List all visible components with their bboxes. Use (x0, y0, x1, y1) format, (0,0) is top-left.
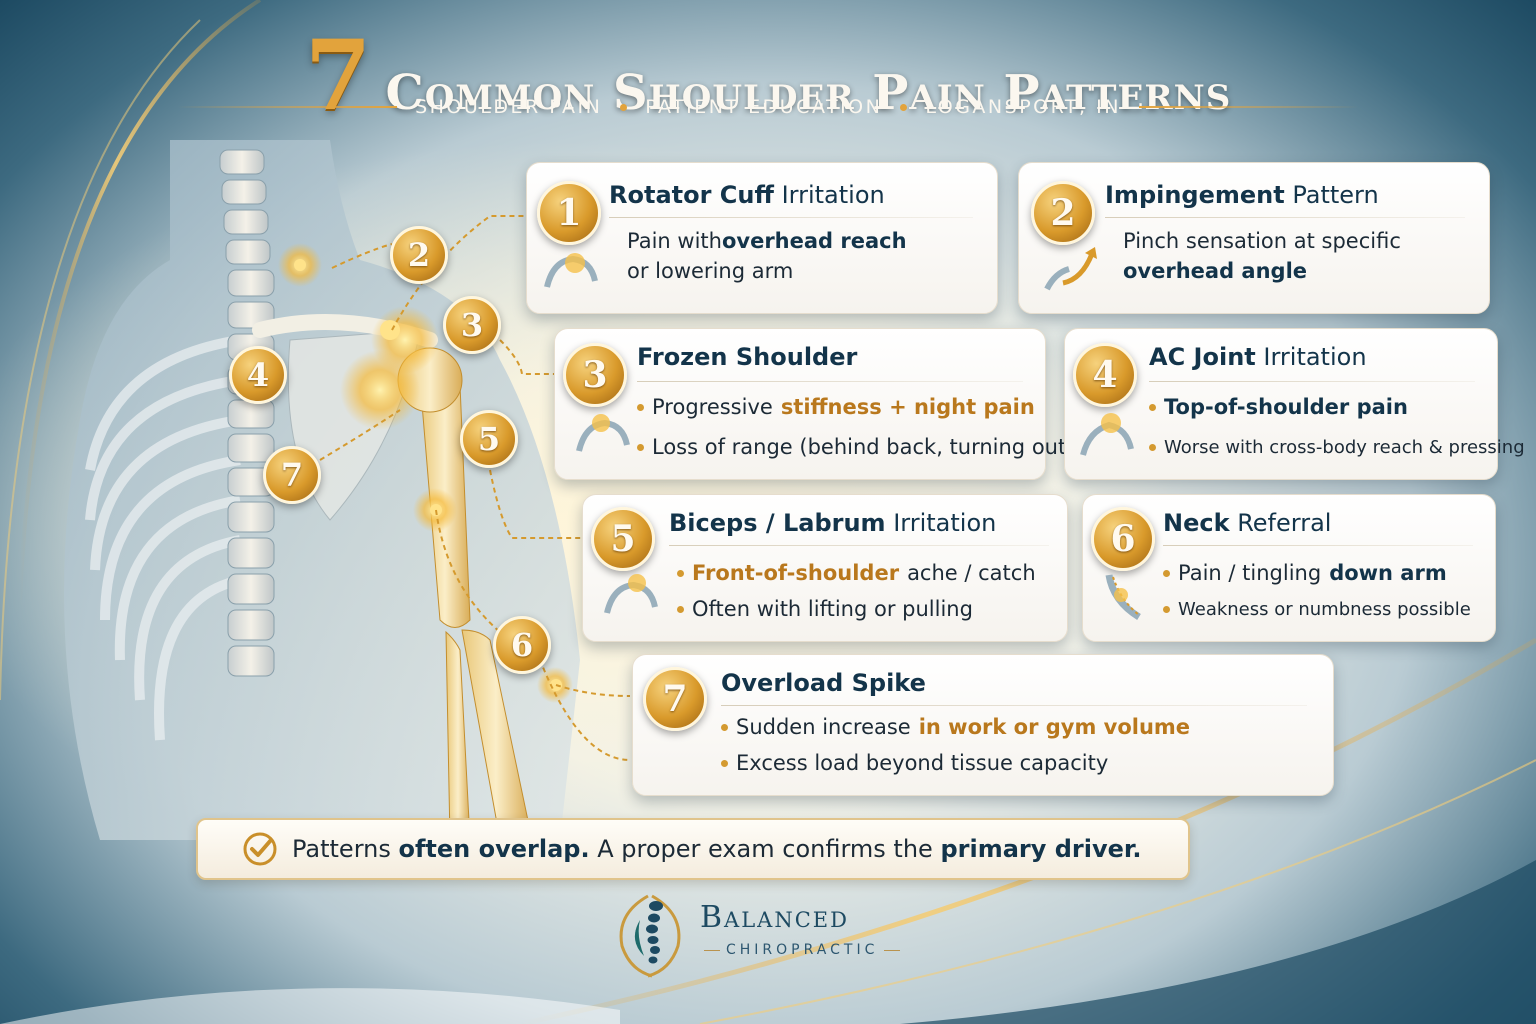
shoulder-joint-icon (544, 253, 598, 288)
diagram-marker-6: 6 (493, 616, 551, 674)
card-title: Neck Referral (1163, 509, 1332, 537)
bullet-dot-icon (721, 759, 728, 767)
card-impingement: 2 Impingement Pattern Pinch sensation at… (1018, 162, 1490, 314)
card-line: Worse with cross-body reach & pressing (1149, 437, 1525, 458)
subtitle-item: Patient Education (645, 96, 883, 118)
card-title: Frozen Shoulder (637, 343, 858, 371)
card-line: Excess load beyond tissue capacity (721, 751, 1108, 775)
bullet-dot-icon (900, 103, 908, 111)
card-number-badge: 3 (563, 343, 627, 407)
logo-subtitle: Chiropractic (704, 942, 901, 958)
shoulder-joint-icon (576, 414, 630, 452)
card-title: AC Joint Irritation (1149, 343, 1367, 371)
diagram-marker-5: 5 (460, 410, 518, 468)
card-title: Overload Spike (721, 669, 926, 697)
bullet-dot-icon (677, 605, 684, 613)
card-divider (1105, 217, 1465, 218)
spine-leaf-logo (619, 894, 681, 978)
divider (884, 949, 901, 951)
bullet-dot-icon (620, 103, 628, 111)
card-ac-joint: 4 AC Joint Irritation Top-of-shoulder pa… (1064, 328, 1525, 480)
card-number-badge: 5 (591, 507, 655, 571)
bullet-dot-icon (637, 403, 644, 411)
card-line: Pinch sensation at specific (1123, 229, 1401, 253)
card-divider (637, 381, 1023, 382)
subtitle-item: Logansport, IN (925, 96, 1121, 118)
bullet-dot-icon (721, 723, 728, 731)
shoulder-joint-icon (604, 574, 658, 614)
bullet-dot-icon (1149, 444, 1156, 451)
check-circle-icon (243, 832, 277, 866)
diagram-marker-4: 4 (229, 346, 287, 404)
card-divider (721, 705, 1307, 706)
shoulder-anatomy-illustration: 2 3 4 5 7 6 (0, 140, 680, 841)
card-overload-spike: 7 Overload Spike Sudden increase in work… (632, 654, 1334, 796)
card-title: Rotator Cuff Irritation (609, 181, 885, 209)
diagram-marker-2: 2 (390, 226, 448, 284)
banner-text: Patterns often overlap. A proper exam co… (292, 835, 1142, 863)
card-line: overhead angle (1123, 259, 1308, 283)
card-number-badge: 2 (1031, 181, 1095, 245)
card-number-badge: 4 (1073, 343, 1137, 407)
card-neck-referral: 6 Neck Referral Pain / tingling down arm… (1082, 494, 1496, 642)
subtitle-item: Shoulder Pain (415, 96, 603, 118)
card-line: Loss of range (behind back, turning out) (637, 435, 1074, 459)
shoulder-joint-icon (1080, 413, 1134, 456)
subtitle-bar: Shoulder Pain Patient Education Loganspo… (0, 96, 1536, 118)
arrow-shoulder-icon (1044, 247, 1097, 291)
card-number-badge: 6 (1091, 507, 1155, 571)
bullet-dot-icon (1149, 403, 1156, 411)
card-line: Pain with overhead reach (627, 229, 907, 253)
bullet-dot-icon (677, 569, 684, 577)
title-text: Common Shoulder Pain Patterns (385, 65, 1232, 121)
card-line-emphasis: overhead reach (721, 229, 907, 253)
card-line: Progressive stiffness + night pain (637, 395, 1035, 419)
card-line: Often with lifting or pulling (677, 597, 973, 621)
balanced-chiropractic-logo: Balanced Chiropractic (608, 886, 918, 986)
card-divider (1149, 381, 1475, 382)
diagram-marker-3: 3 (443, 296, 501, 354)
overlap-banner: Patterns often overlap. A proper exam co… (196, 818, 1190, 880)
card-frozen-shoulder: 3 Frozen Shoulder Progressive stiffness … (554, 328, 1074, 480)
bullet-dot-icon (1163, 569, 1170, 577)
divider (177, 106, 398, 108)
card-number-badge: 1 (537, 181, 601, 245)
card-title: Impingement Pattern (1105, 181, 1379, 209)
diagram-marker-7: 7 (263, 446, 321, 504)
card-line: Front-of-shoulder ache / catch (677, 561, 1036, 585)
card-rotator-cuff: 1 Rotator Cuff Irritation Pain with over… (526, 162, 998, 314)
divider (704, 949, 720, 951)
nerve-arm-icon (1105, 574, 1141, 620)
card-biceps-labrum: 5 Biceps / Labrum Irritation Front-of-sh… (582, 494, 1068, 642)
card-line: Top-of-shoulder pain (1149, 395, 1408, 419)
card-divider (1163, 545, 1473, 546)
card-number-badge: 7 (643, 667, 707, 731)
card-divider (669, 545, 1049, 546)
card-line: Weakness or numbness possible (1163, 599, 1471, 620)
card-title: Biceps / Labrum Irritation (669, 509, 997, 537)
card-line: or lowering arm (627, 259, 794, 283)
divider (1138, 106, 1359, 108)
card-divider (609, 217, 973, 218)
bullet-dot-icon (637, 443, 644, 451)
card-line: Pain / tingling down arm (1163, 561, 1447, 585)
card-line: Sudden increase in work or gym volume (721, 715, 1190, 739)
logo-name: Balanced (700, 900, 849, 935)
bullet-dot-icon (1163, 606, 1170, 613)
